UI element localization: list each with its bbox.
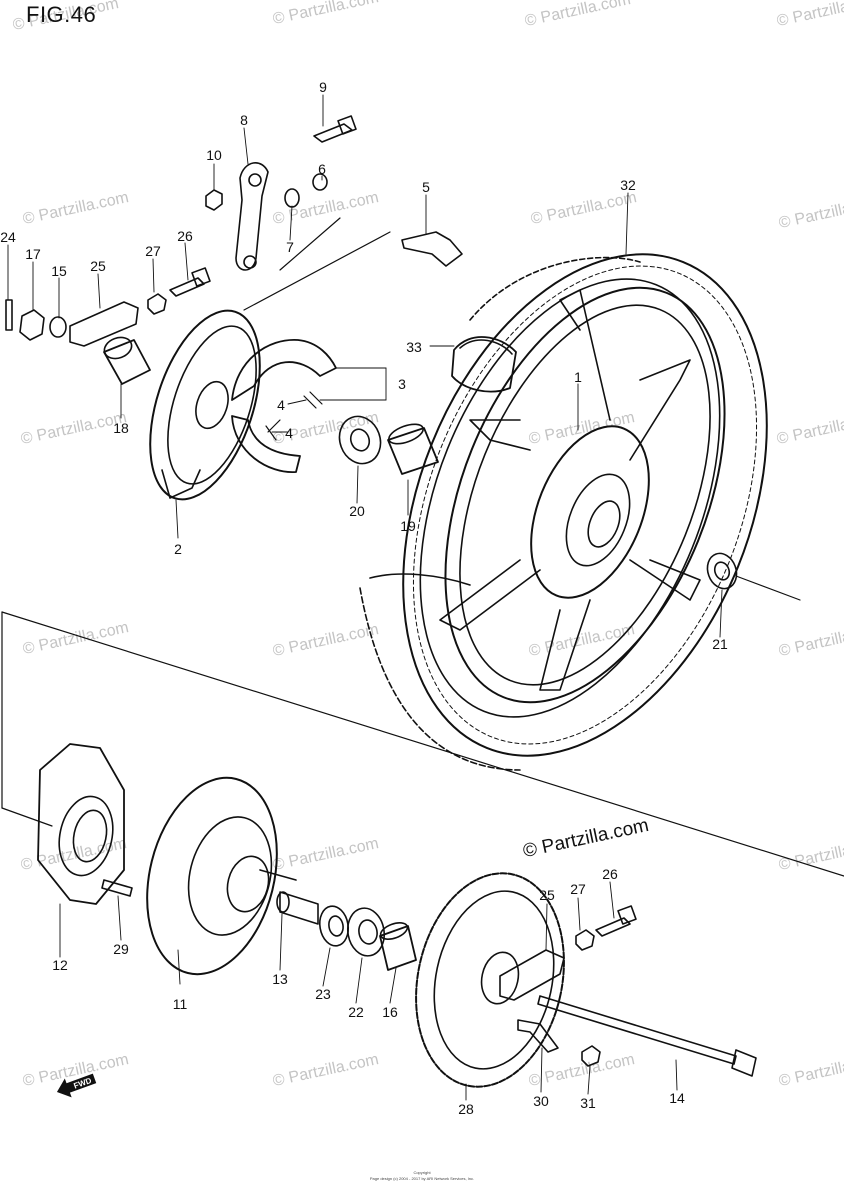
- bolt-26: [169, 267, 211, 297]
- callout-29: 29: [113, 941, 129, 957]
- callout-27: 27: [570, 881, 586, 897]
- callout-17: 17: [25, 246, 41, 262]
- nut-27-lower: [575, 929, 595, 951]
- callout-5: 5: [422, 179, 430, 195]
- callout-18: 18: [113, 420, 129, 436]
- callout-15: 15: [51, 263, 67, 279]
- callout-19: 19: [400, 518, 416, 534]
- copyright-line-1: Copyright: [413, 1170, 431, 1175]
- nut-27: [147, 293, 167, 315]
- forward-arrow-icon: FWD: [53, 1067, 99, 1104]
- callout-10: 10: [206, 147, 222, 163]
- leader-lines: [7, 94, 723, 1101]
- callout-32: 32: [620, 177, 636, 193]
- callout-21: 21: [712, 636, 728, 652]
- o-ring-6: [312, 173, 328, 191]
- callout-24: 24: [0, 229, 16, 245]
- bolt-26-lower: [595, 905, 637, 937]
- sprocket-hub: [146, 776, 297, 976]
- stopper-30: [517, 1019, 559, 1053]
- spacer-19: [387, 423, 439, 475]
- callout-16: 16: [382, 1004, 398, 1020]
- callout-26: 26: [602, 866, 618, 882]
- figure-title: FIG.46: [26, 2, 97, 27]
- callout-9: 9: [319, 79, 327, 95]
- callout-11: 11: [172, 996, 188, 1012]
- brake-cam-5: [401, 231, 463, 267]
- callout-4: 4: [277, 397, 285, 413]
- rim-band-33: [451, 336, 517, 393]
- brake-shoes: [231, 339, 337, 473]
- frame-lines: [1, 217, 844, 877]
- callout-4: 4: [285, 425, 293, 441]
- cam-lever: [235, 162, 269, 271]
- spacer-13: [276, 891, 319, 925]
- callout-28: 28: [458, 1101, 474, 1117]
- oil-seal-23: [318, 905, 350, 947]
- callout-14: 14: [669, 1090, 685, 1106]
- callout-27: 27: [145, 243, 161, 259]
- nut-31: [581, 1045, 601, 1067]
- callout-25: 25: [539, 887, 555, 903]
- bearing-21: [706, 552, 738, 590]
- nut-17: [19, 309, 45, 341]
- callout-23: 23: [315, 986, 331, 1002]
- rear-sprocket: [415, 872, 565, 1088]
- callout-33: 33: [406, 339, 422, 355]
- callout-8: 8: [240, 112, 248, 128]
- cush-drive-damper: [37, 743, 125, 905]
- washer-7: [284, 188, 300, 208]
- bolt-29: [101, 879, 133, 897]
- callout-22: 22: [348, 1004, 364, 1020]
- rear-tire: [359, 253, 768, 771]
- callout-2: 2: [174, 541, 182, 557]
- bearing-20: [338, 415, 382, 465]
- callout-13: 13: [272, 971, 288, 987]
- washer-15: [49, 316, 67, 338]
- callout-25: 25: [90, 258, 106, 274]
- callout-6: 6: [318, 161, 326, 177]
- callout-30: 30: [533, 1093, 549, 1109]
- nut-10: [205, 189, 223, 211]
- callout-26: 26: [177, 228, 193, 244]
- collar-18: [103, 336, 151, 385]
- rear-axle: [537, 995, 757, 1077]
- rear-wheel-rim: [369, 286, 726, 704]
- callout-3: 3: [398, 376, 406, 392]
- pin-24: [5, 299, 13, 331]
- forward-marker-text: FWD: [72, 1076, 92, 1091]
- callout-7: 7: [286, 239, 294, 255]
- adjuster-25: [69, 301, 139, 347]
- copyright-line-2: Page design (c) 2004 - 2017 by ARI Netwo…: [369, 1176, 475, 1181]
- callout-31: 31: [580, 1095, 596, 1111]
- callout-12: 12: [52, 957, 68, 973]
- brake-panel: [149, 309, 261, 501]
- bolt-9: [313, 115, 357, 143]
- callout-20: 20: [349, 503, 365, 519]
- collar-16: [379, 922, 417, 971]
- callout-1: 1: [574, 369, 582, 385]
